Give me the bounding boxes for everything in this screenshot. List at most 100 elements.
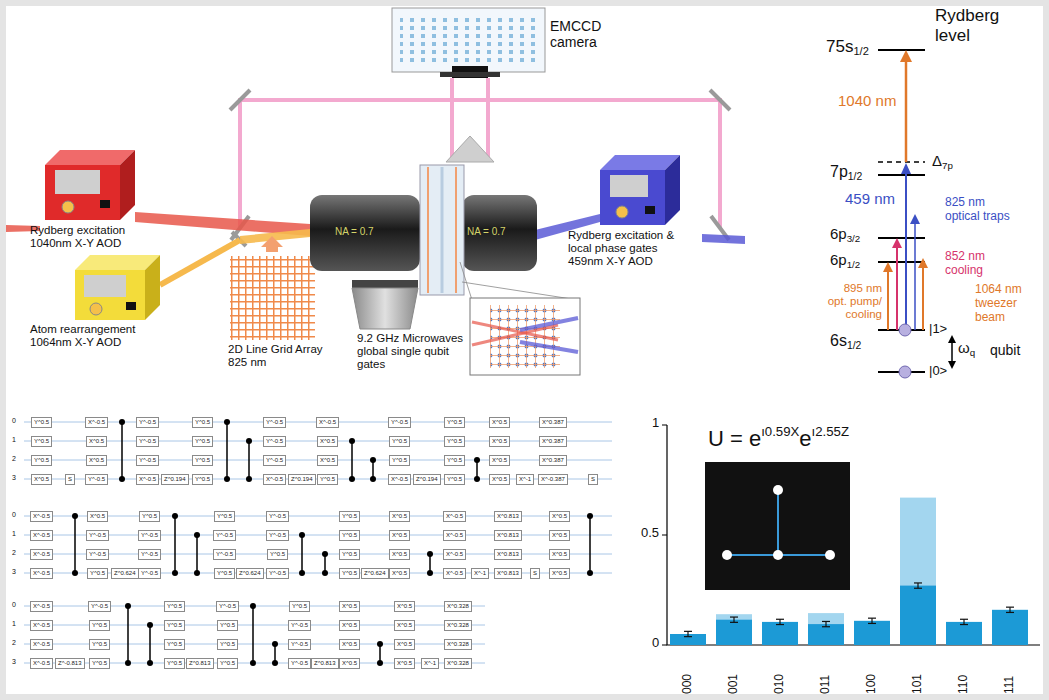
cz-line xyxy=(149,625,151,663)
quantum-gate: X^0.5 xyxy=(489,455,510,466)
qubit-index: 0 xyxy=(12,601,16,608)
gate-label: X^-0.5 xyxy=(266,476,283,482)
label-group: 7p1/2 xyxy=(830,163,862,183)
error-bar xyxy=(776,624,784,625)
cz-dot xyxy=(272,660,278,666)
error-bar xyxy=(822,626,830,627)
quantum-gate: X^0.5 xyxy=(549,511,570,522)
gate-label: Y^0.5 xyxy=(195,476,210,482)
gate-label: Z^0.194 xyxy=(416,476,438,482)
quantum-gate: X^0.387 xyxy=(539,455,567,466)
quantum-gate: Y^0.5 xyxy=(31,436,52,447)
cz-dot xyxy=(250,660,256,666)
gate-label: X^-0.5 xyxy=(446,570,463,576)
gate-label: X^0.328 xyxy=(447,641,469,647)
error-bar xyxy=(684,631,692,632)
cz-dot xyxy=(370,457,376,463)
quantum-gate: X^0.5 xyxy=(394,601,415,612)
error-bar xyxy=(868,623,876,624)
quantum-gate: Y^0.5 xyxy=(339,530,360,541)
cz-line xyxy=(301,535,303,573)
gate-label: Y^0.5 xyxy=(92,622,107,628)
gate-label: Y^-0.5 xyxy=(266,457,283,463)
microwave-horn xyxy=(352,280,418,329)
label-group: 1 xyxy=(652,416,659,431)
gate-label: Y^-0.5 xyxy=(216,532,233,538)
objective xyxy=(462,195,537,271)
wavelength-label: 459 nm xyxy=(845,190,895,207)
device-label: Rydberg excitation 1040nm X-Y AOD xyxy=(30,224,125,249)
cz-dot xyxy=(299,570,305,576)
gate-label: X^0.5 xyxy=(89,438,104,444)
quantum-gate: S xyxy=(530,568,540,579)
quantum-gate: X^-0.5 xyxy=(443,511,466,522)
quantum-gate: Y^-0.5 xyxy=(136,417,159,428)
quantum-gate: Y^0.5 xyxy=(214,511,235,522)
label-group: 3 xyxy=(12,568,16,576)
quantum-gate: X^0.5 xyxy=(489,474,510,485)
cz-dot xyxy=(377,660,383,666)
label-group: NA = 0.7 xyxy=(467,226,506,238)
quantum-gate: X^0.5 xyxy=(389,511,410,522)
ideal-bar xyxy=(716,614,752,645)
quantum-gate: Y^-0.5 xyxy=(136,455,159,466)
label-group: 852 nm cooling xyxy=(945,250,1015,278)
level-label: 3/2 xyxy=(847,233,861,244)
quantum-gate: Y^0.5 xyxy=(214,568,235,579)
quantum-gate: Y^-0.5 xyxy=(213,549,236,560)
gate-label: X^-1 xyxy=(424,660,436,666)
qubit-index: 3 xyxy=(12,568,16,575)
gate-label: Y^-0.5 xyxy=(266,419,283,425)
error-bar xyxy=(684,636,692,637)
quantum-gate: X^-0.387 xyxy=(538,474,568,485)
measured-bar xyxy=(900,586,936,645)
gate-label: Z^0.813 xyxy=(189,660,211,666)
error-bar xyxy=(960,624,968,625)
gate-label: Y^-0.5 xyxy=(219,603,236,609)
quantum-gate: X^-0.5 xyxy=(30,568,53,579)
quantum-gate: X^-0.5 xyxy=(443,549,466,560)
cz-dot xyxy=(299,532,305,538)
quantum-gate: X^0.5 xyxy=(489,417,510,428)
quantum-gate: Y^-0.5 xyxy=(388,417,411,428)
quantum-gate: X^0.5 xyxy=(389,568,410,579)
gate-label: X^0.5 xyxy=(552,513,567,519)
gate-label: Z^0.624 xyxy=(239,570,261,576)
gate-label: Y^0.5 xyxy=(220,660,235,666)
level-label: 1/2 xyxy=(847,340,861,351)
gate-label: Y^0.5 xyxy=(447,419,462,425)
label-group: 2 xyxy=(12,549,16,557)
quantum-gate: X^0.5 xyxy=(86,455,107,466)
gate-label: S xyxy=(68,476,72,482)
gate-label: Y^-0.5 xyxy=(88,476,105,482)
quantum-gate: X^-0.5 xyxy=(30,549,53,560)
gate-label: Y^-0.5 xyxy=(89,551,106,557)
quantum-gate: X^-0.5 xyxy=(443,530,466,541)
error-bar xyxy=(730,622,738,623)
quantum-gate: Y^0.5 xyxy=(339,511,360,522)
label-group: 111 xyxy=(1003,676,1015,694)
quantum-gate: X^-1 xyxy=(421,658,439,669)
camera-label: EMCCD camera xyxy=(550,18,601,50)
quantum-gate: Y^0.5 xyxy=(339,549,360,560)
yellow-beam xyxy=(160,240,240,285)
wavelength-label: 1064 nm tweezer beam xyxy=(975,282,1022,324)
gate-label: X^0.5 xyxy=(397,641,412,647)
gate-label: Y^0.5 xyxy=(342,551,357,557)
vacuum-cell xyxy=(420,165,464,295)
error-bar xyxy=(733,617,734,622)
panel-ground xyxy=(6,6,1043,694)
label-group: |0> xyxy=(929,364,947,379)
quantum-gate: Y^-0.5 xyxy=(288,639,311,650)
gate-label: X^0.5 xyxy=(392,570,407,576)
cz-dot xyxy=(427,551,433,557)
quantum-gate: X^0.5 xyxy=(86,436,107,447)
quantum-gate: X^-0.5 xyxy=(30,658,53,669)
quantum-gate: Y^-0.5 xyxy=(86,530,109,541)
quantum-gate: X^0.5 xyxy=(489,436,510,447)
gate-label: X^0.5 xyxy=(492,476,507,482)
gate-label: Y^-0.5 xyxy=(269,513,286,519)
gate-label: Y^0.5 xyxy=(342,532,357,538)
gate-label: Y^0.5 xyxy=(195,419,210,425)
